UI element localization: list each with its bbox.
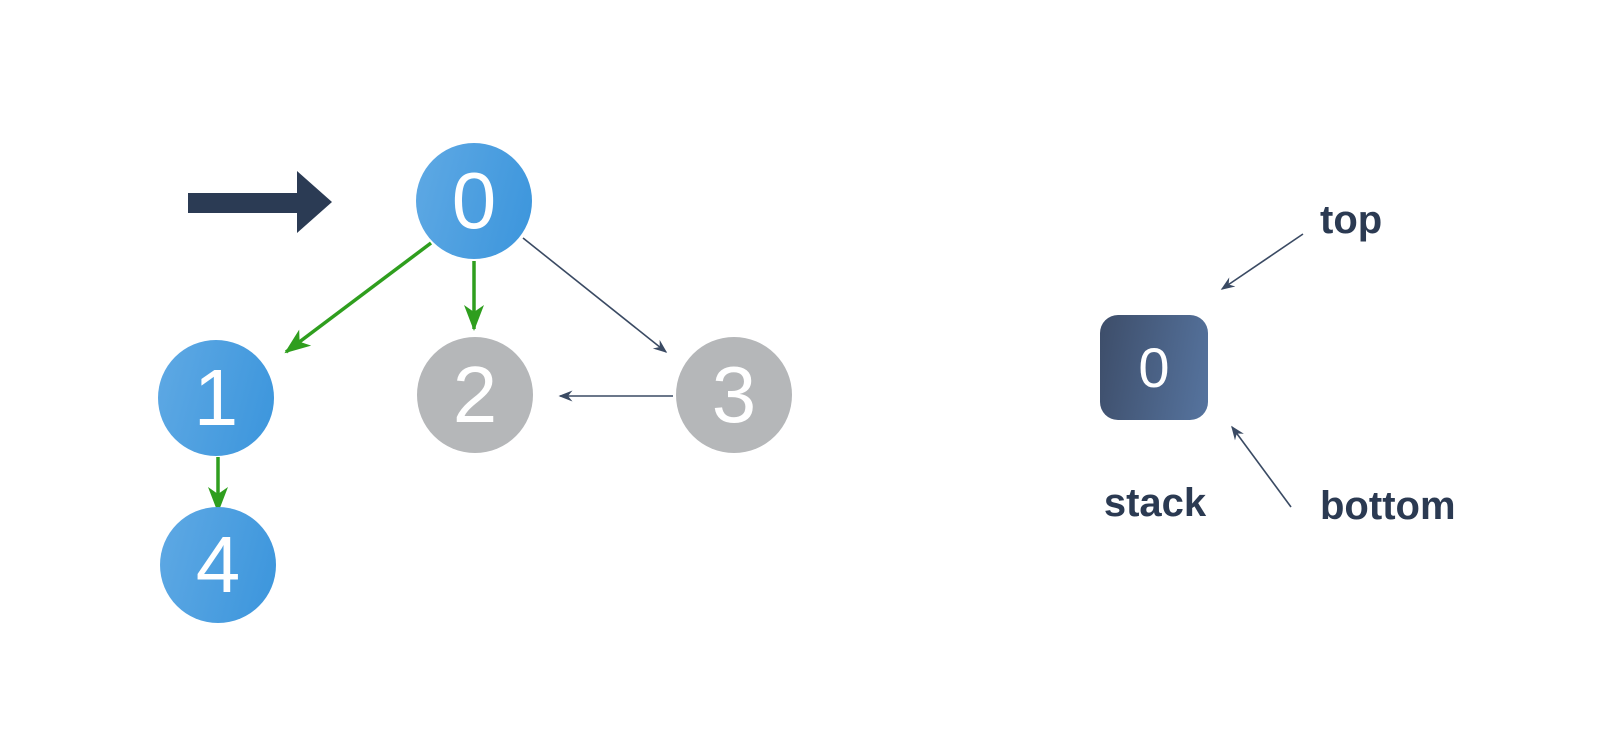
bottom-annotation-arrow bbox=[1231, 425, 1292, 508]
graph-node-4: 4 bbox=[160, 507, 276, 623]
stack-bottom-label: bottom bbox=[1320, 484, 1456, 528]
right-arrow-icon bbox=[188, 171, 332, 233]
graph-node-1: 1 bbox=[158, 340, 274, 456]
graph-node-0: 0 bbox=[416, 143, 532, 259]
stack-top-label: top bbox=[1320, 198, 1383, 242]
edge-0-3 bbox=[522, 237, 668, 353]
stack-caption: stack bbox=[1103, 481, 1207, 525]
edge-0-1 bbox=[284, 241, 433, 354]
stack-item-0: 0 bbox=[1100, 315, 1208, 420]
graph-node-3: 3 bbox=[676, 337, 792, 453]
top-annotation-arrow bbox=[1220, 233, 1304, 290]
graph-node-2: 2 bbox=[417, 337, 533, 453]
